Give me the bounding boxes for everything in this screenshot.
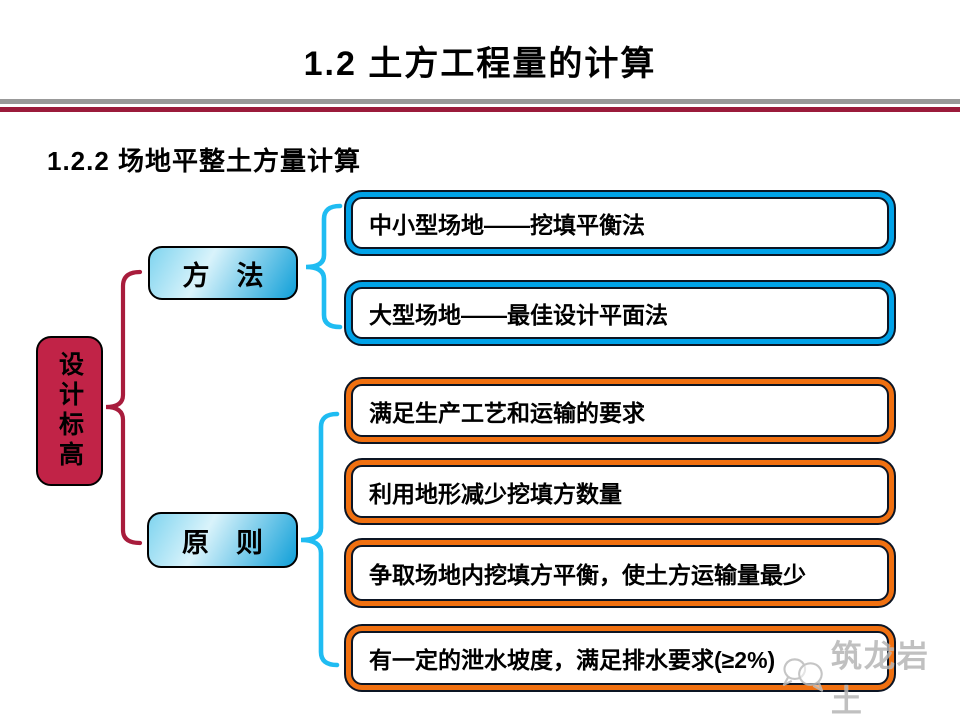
branch-principle-label: 原 则 (182, 527, 263, 558)
root-node-label: 设计标高 (55, 351, 84, 471)
principle-item-2: 利用地形减少挖填方数量 (344, 458, 896, 525)
principle-item-1-text: 满足生产工艺和运输的要求 (351, 384, 889, 437)
brace-principle-cyan (300, 411, 340, 668)
section-subtitle: 1.2.2 场地平整土方量计算 (47, 146, 362, 176)
divider-gray (0, 99, 960, 104)
watermark: 筑龙岩土 (780, 639, 960, 719)
chat-bubbles-icon (782, 658, 824, 692)
brace-root-crimson (105, 269, 143, 546)
principle-item-3-text: 争取场地内挖填方平衡，使土方运输量最少 (351, 545, 889, 601)
watermark-text: 筑龙岩土 (830, 639, 930, 719)
method-item-2: 大型场地——最佳设计平面法 (344, 280, 896, 346)
brace-method-cyan (305, 203, 343, 330)
branch-node-principle: 原 则 (147, 512, 298, 568)
root-node-design-elevation: 设计标高 (36, 336, 103, 486)
principle-item-2-text: 利用地形减少挖填方数量 (351, 465, 889, 518)
method-item-1-text: 中小型场地——挖填平衡法 (351, 197, 889, 249)
branch-node-method: 方 法 (148, 246, 298, 300)
method-item-1: 中小型场地——挖填平衡法 (344, 190, 896, 256)
branch-method-label: 方 法 (182, 260, 264, 291)
principle-item-3: 争取场地内挖填方平衡，使土方运输量最少 (344, 538, 896, 608)
principle-item-4-text: 有一定的泄水坡度，满足排水要求(≥2%) (351, 631, 889, 685)
principle-item-1: 满足生产工艺和运输的要求 (344, 377, 896, 444)
slide-title: 1.2 土方工程量的计算 (303, 45, 657, 83)
principle-item-4: 有一定的泄水坡度，满足排水要求(≥2%) (344, 624, 896, 692)
method-item-2-text: 大型场地——最佳设计平面法 (351, 287, 889, 339)
divider-crimson (0, 107, 960, 112)
